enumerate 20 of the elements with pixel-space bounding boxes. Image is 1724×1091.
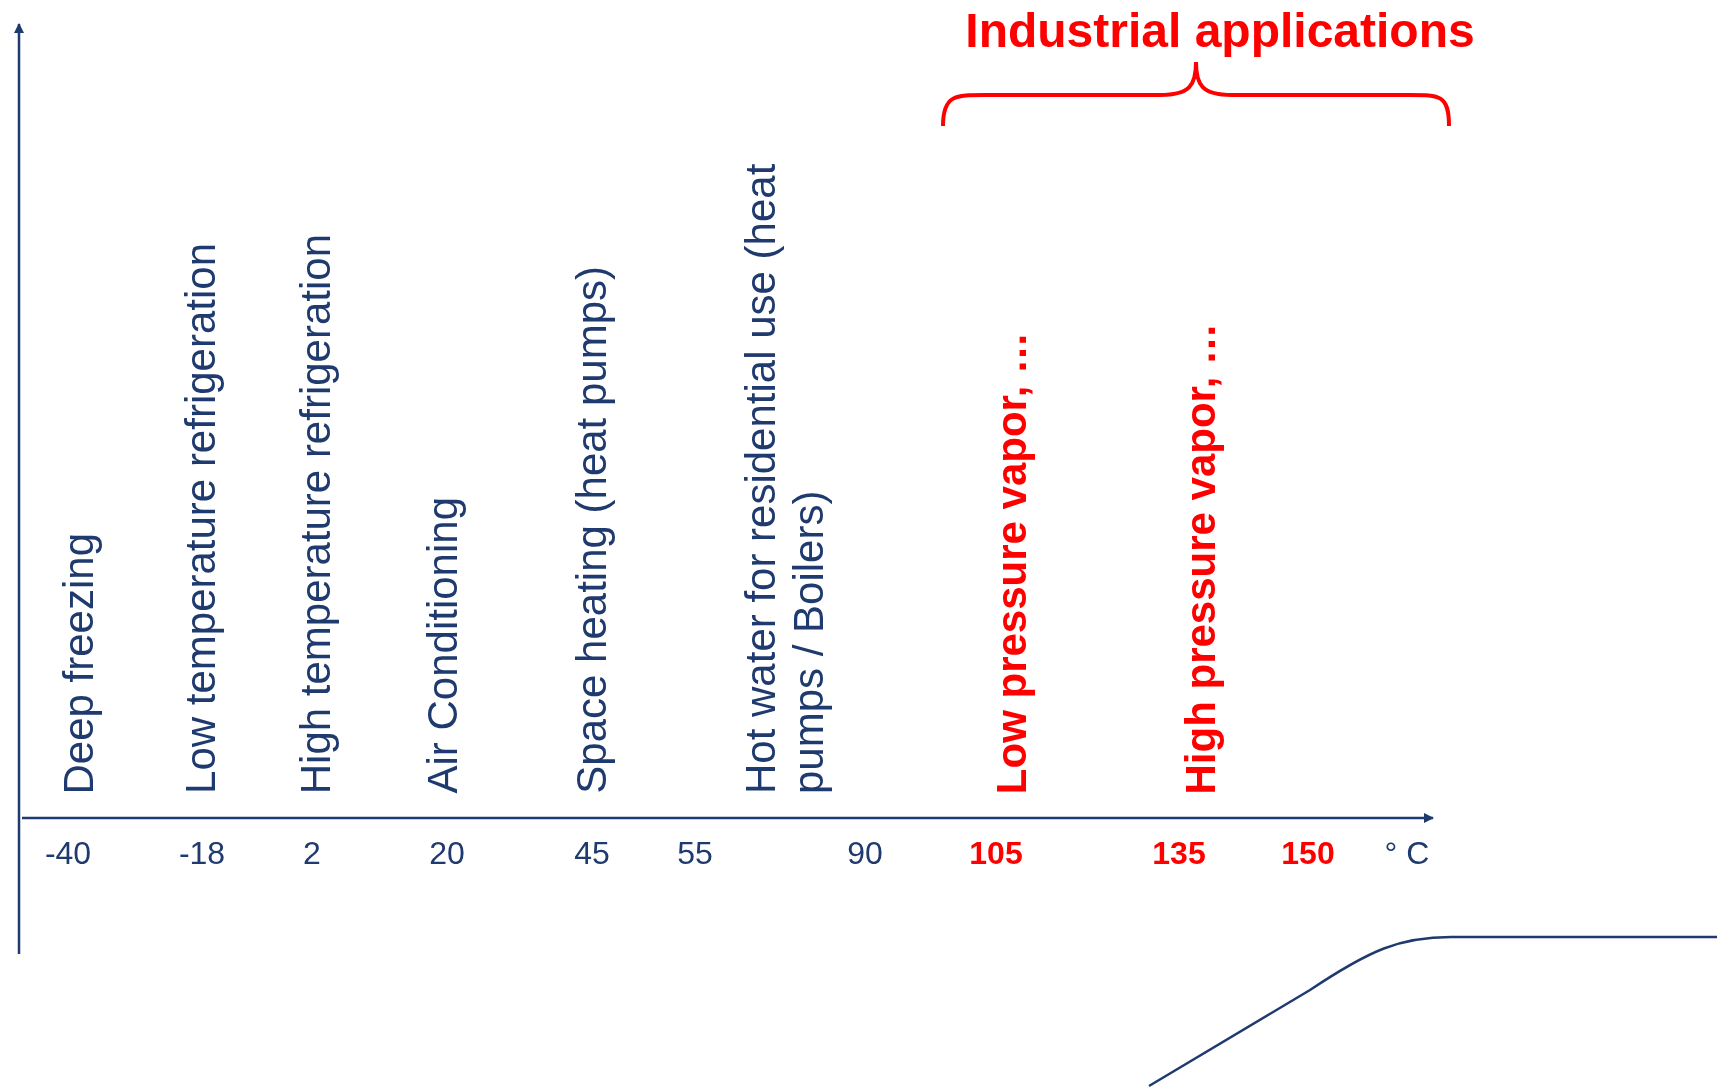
application-label: Air Conditioning — [418, 497, 467, 794]
tick-label: 150 — [1281, 834, 1335, 872]
tick-label: 90 — [847, 834, 883, 872]
application-label: Deep freezing — [54, 532, 103, 794]
tick-label: 20 — [429, 834, 465, 872]
application-label: High temperature refrigeration — [291, 233, 340, 794]
tick-label: -40 — [44, 834, 92, 872]
application-label: Low pressure vapor, … — [987, 331, 1036, 794]
application-label: High pressure vapor, … — [1176, 322, 1225, 794]
group-heading: Industrial applications — [965, 2, 1475, 58]
tick-label: 105 — [969, 834, 1023, 872]
tick-label: 45 — [574, 834, 610, 872]
tick-label: 135 — [1152, 834, 1206, 872]
application-label: Space heating (heat pumps) — [567, 266, 616, 794]
tick-label: 2 — [303, 834, 321, 872]
application-label: Hot water for residential use (heat pumps / Boilers) — [736, 162, 833, 794]
tick-label: -18 — [178, 834, 226, 872]
tick-label: 55 — [677, 834, 713, 872]
unit-label: ° C — [1384, 834, 1430, 872]
application-label: Low temperature refrigeration — [176, 243, 225, 794]
